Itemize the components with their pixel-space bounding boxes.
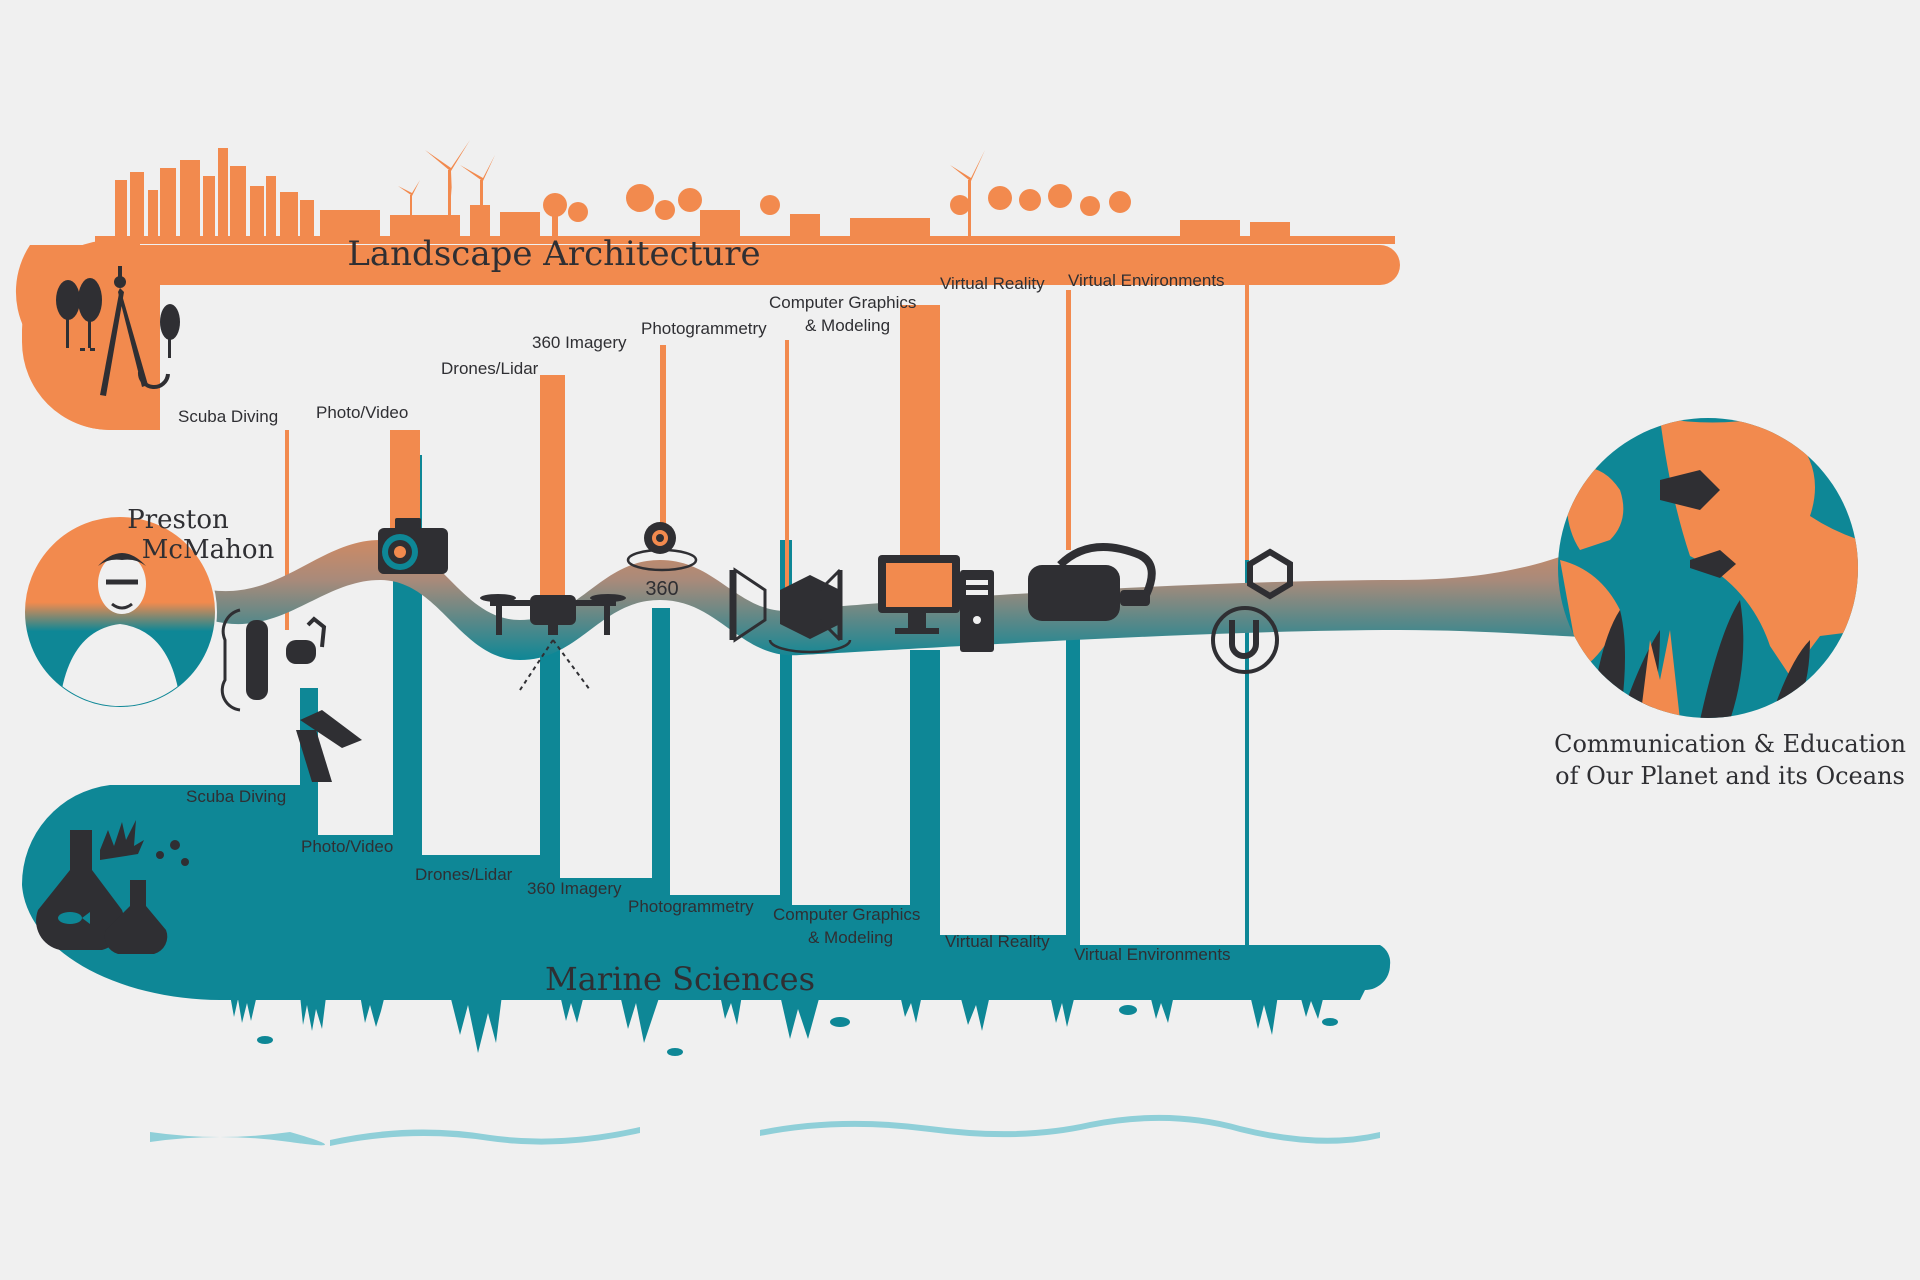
top-label-photogrammetry: Photogrammetry [641,319,767,338]
bottom-label-cg-line2: & Modeling [808,928,893,947]
marine-lab-icon [36,820,189,954]
game-engine-icon [1211,548,1293,674]
teal-connectors [395,560,1249,945]
top-label-photo: Photo/Video [316,403,408,422]
top-label-scuba: Scuba Diving [178,407,278,426]
bottom-label-scuba: Scuba Diving [186,787,286,806]
bottom-label-photo: Photo/Video [301,837,393,856]
top-label-venv: Virtual Environments [1068,271,1225,290]
goal-text-line1: Communication & Education [1554,730,1906,758]
bottom-label-photogrammetry: Photogrammetry [628,897,754,916]
bottom-label-cg-line1: Computer Graphics [773,905,920,924]
landscape-architecture-title: Landscape Architecture [347,234,760,274]
top-skill-labels: Scuba Diving Photo/Video Drones/Lidar 36… [178,271,1225,426]
person-name-line1: Preston [127,505,229,535]
top-label-drone: Drones/Lidar [441,359,539,378]
camera-360-icon: 360 [626,522,698,600]
camera-icon [378,518,448,574]
top-label-vr: Virtual Reality [940,274,1045,293]
top-label-cg-line1: Computer Graphics [769,293,916,312]
city-skyline-illustration [95,140,1395,244]
goal-text-line2: of Our Planet and its Oceans [1555,762,1905,790]
bottom-label-vr: Virtual Reality [945,932,1050,951]
drafting-compass-icon [56,266,180,396]
top-label-cg-line2: & Modeling [805,316,890,335]
landscape-band-shape [15,245,1400,430]
cube-icon [729,567,852,654]
drone-icon [480,594,626,691]
reef-silhouette-illustration [230,995,1338,1056]
bottom-label-360: 360 Imagery [527,879,622,898]
landscape-architecture-band: Landscape Architecture [15,140,1400,430]
bottom-label-venv: Virtual Environments [1074,945,1231,964]
imagery360-icon-text: 360 [645,578,678,600]
ocean-waves-illustration [150,1114,1380,1146]
globe-illustration: Communication & Education of Our Planet … [1554,418,1906,790]
person-portrait: Preston McMahon [23,505,275,709]
person-name-line2: McMahon [142,535,275,565]
bottom-skill-labels: Scuba Diving Photo/Video Drones/Lidar 36… [186,787,1231,964]
top-label-360: 360 Imagery [532,333,627,352]
scuba-gear-icon [220,608,362,782]
desktop-computer-icon [878,555,994,652]
vr-headset-icon [1028,543,1156,621]
marine-sciences-band: Marine Sciences [21,455,1391,1056]
marine-band-shape [21,455,1391,1000]
marine-sciences-title: Marine Sciences [545,960,815,998]
bottom-label-drone: Drones/Lidar [415,865,513,884]
